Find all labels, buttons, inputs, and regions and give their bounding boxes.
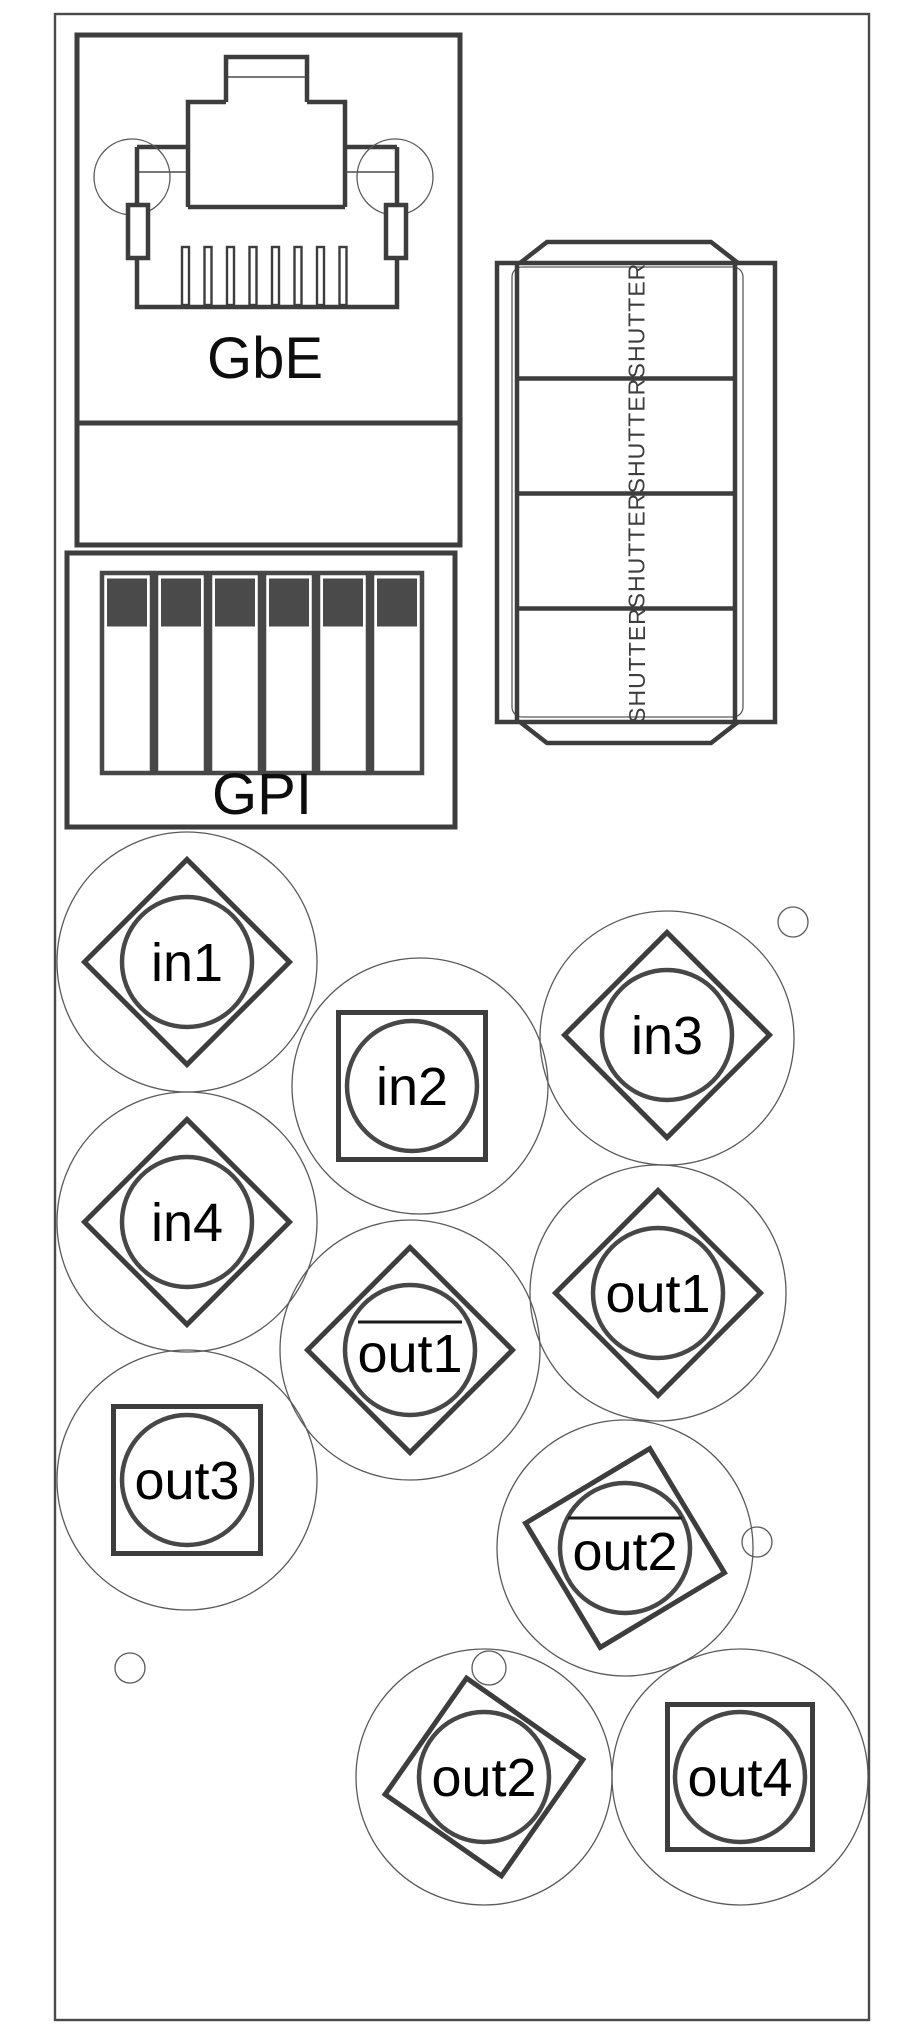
connector-boundary-circle bbox=[279, 1219, 541, 1481]
gpi-label: GPI bbox=[212, 762, 312, 827]
shutter-body-outline bbox=[511, 266, 744, 718]
panel-outline bbox=[53, 12, 871, 2022]
gbe-box bbox=[74, 32, 463, 548]
bore-circle bbox=[590, 1225, 726, 1361]
gpi-pin-slots bbox=[99, 570, 425, 776]
rj45-upper-body bbox=[185, 99, 348, 210]
rj45-contact-pins bbox=[180, 245, 348, 307]
keying-square-tilted bbox=[381, 1674, 587, 1880]
connector-boundary-circle bbox=[611, 1648, 869, 1906]
bore-circle bbox=[119, 894, 255, 1030]
gbe-label: GbE bbox=[207, 326, 323, 391]
connector-out4: out4 bbox=[611, 1648, 869, 1906]
connector-out1-center: out1 bbox=[279, 1219, 541, 1481]
rj45-latch-tab bbox=[223, 54, 310, 102]
gpi-slot bbox=[315, 570, 371, 776]
connector-in3: in3 bbox=[539, 910, 795, 1166]
connector-boundary-circle bbox=[529, 1164, 787, 1422]
pilot-hole bbox=[471, 1650, 507, 1686]
gpi-pin-contact bbox=[107, 578, 147, 627]
gpi-pin-contact bbox=[377, 578, 417, 627]
connector-label: out4 bbox=[687, 1748, 792, 1808]
connector-boundary-circle bbox=[56, 1091, 318, 1353]
bore-circle bbox=[342, 1282, 478, 1418]
bore-circle bbox=[119, 1154, 255, 1290]
gpi-slot bbox=[207, 570, 263, 776]
connector-label: out1 bbox=[357, 1324, 462, 1384]
connector-label: out2 bbox=[572, 1522, 677, 1582]
connector-label: in2 bbox=[376, 1057, 448, 1117]
pilot-hole bbox=[777, 906, 809, 938]
shutter-cassette: SHUTTER SHUTTER SHUTTER SHUTTER bbox=[494, 239, 778, 746]
connector-in4: in4 bbox=[56, 1091, 318, 1353]
pilot-hole bbox=[114, 1652, 146, 1684]
connector-out2-right: out2 bbox=[496, 1419, 754, 1677]
connector-boundary-circle bbox=[496, 1419, 754, 1677]
keying-square bbox=[336, 1010, 488, 1162]
connector-out2-bottom: out2 bbox=[355, 1648, 613, 1906]
rj45-right-clip bbox=[383, 202, 409, 261]
keying-diamond bbox=[80, 855, 294, 1069]
keying-diamond bbox=[80, 1115, 294, 1329]
connector-label: in1 bbox=[151, 933, 223, 993]
connector-out3: out3 bbox=[56, 1349, 318, 1611]
shutter-label-2: SHUTTER bbox=[624, 378, 650, 494]
connector-boundary-circle bbox=[56, 1349, 318, 1611]
gpi-pin-contact bbox=[323, 578, 363, 627]
gpi-pin-contact bbox=[215, 578, 255, 627]
rj45-left-clip bbox=[125, 202, 151, 261]
gpi-pin-contact bbox=[161, 578, 201, 627]
connector-label: out3 bbox=[134, 1451, 239, 1511]
keying-diamond bbox=[303, 1243, 517, 1457]
gpi-pin-contact bbox=[269, 578, 309, 627]
bore-circle bbox=[599, 967, 735, 1103]
gpi-slot bbox=[261, 570, 317, 776]
gpi-box bbox=[64, 550, 458, 830]
shutter-label-1: SHUTTER bbox=[624, 263, 650, 379]
rj45-jack-icon bbox=[93, 54, 434, 310]
keying-square bbox=[111, 1404, 263, 1556]
gpi-slot bbox=[99, 570, 155, 776]
connector-in2: in2 bbox=[291, 957, 549, 1215]
gpi-connector-block: GPI bbox=[64, 550, 458, 830]
connector-label: out2 bbox=[431, 1748, 536, 1808]
gpi-slot bbox=[369, 570, 425, 776]
connector-boundary-circle bbox=[291, 957, 549, 1215]
shutter-label-3: SHUTTER bbox=[624, 493, 650, 609]
bore-circle bbox=[672, 1709, 808, 1845]
connector-label: out1 bbox=[605, 1264, 710, 1324]
gbe-port-block: GbE bbox=[74, 32, 463, 548]
connector-label: in4 bbox=[151, 1193, 223, 1253]
shutter-housing bbox=[494, 260, 778, 725]
bore-circle bbox=[119, 1412, 255, 1548]
shutter-label-4: SHUTTER bbox=[624, 607, 650, 723]
keying-diamond bbox=[560, 928, 774, 1142]
bore-circle bbox=[416, 1709, 552, 1845]
connector-label: in3 bbox=[631, 1006, 703, 1066]
keying-diamond bbox=[551, 1186, 765, 1400]
shutter-top-chamfer bbox=[518, 239, 740, 265]
connector-in1: in1 bbox=[56, 831, 318, 1093]
keying-square-tilted bbox=[522, 1445, 728, 1651]
pilot-hole bbox=[741, 1526, 773, 1558]
bore-circle bbox=[557, 1480, 693, 1616]
shutter-bottom-chamfer bbox=[518, 720, 740, 746]
connector-out1-right: out1 bbox=[529, 1164, 787, 1422]
gpi-slot bbox=[153, 570, 209, 776]
keying-square bbox=[665, 1702, 815, 1852]
bore-circle bbox=[344, 1018, 480, 1154]
